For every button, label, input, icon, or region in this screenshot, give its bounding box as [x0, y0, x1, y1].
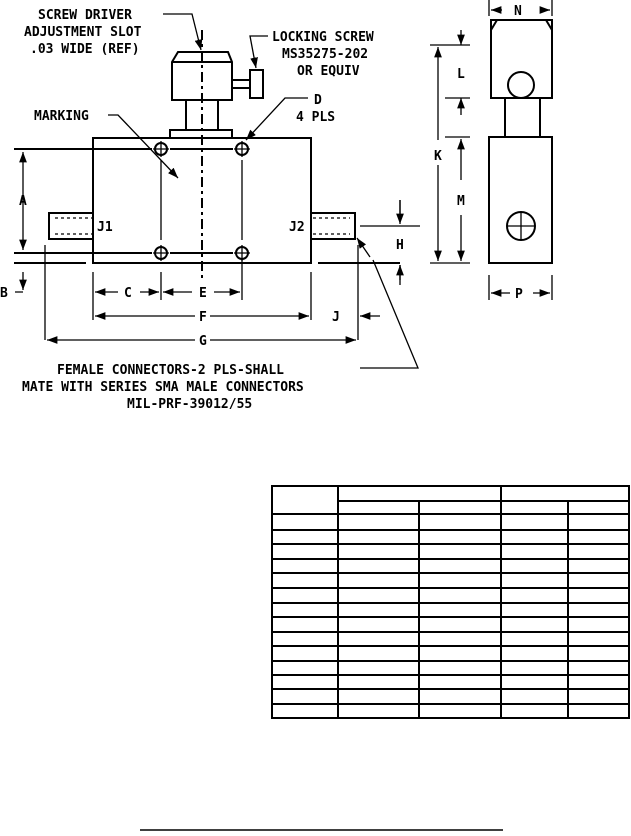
front-view — [14, 13, 420, 369]
locking-screw-label-3: OR EQUIV — [297, 64, 360, 79]
j1-label: J1 — [97, 220, 113, 235]
screw-driver-label-3: .03 WIDE (REF) — [30, 42, 140, 57]
dim-h: H — [396, 238, 404, 253]
screw-driver-label-1: SCREW DRIVER — [38, 8, 132, 23]
marking-label: MARKING — [34, 109, 89, 124]
dim-n: N — [514, 4, 522, 19]
dim-l: L — [457, 67, 465, 82]
dim-a: A — [19, 194, 27, 209]
connector-note-1: FEMALE CONNECTORS-2 PLS-SHALL — [57, 363, 284, 378]
d-label: D — [314, 93, 322, 108]
connector-note-2: MATE WITH SERIES SMA MALE CONNECTORS — [22, 380, 304, 395]
dim-c: C — [124, 286, 132, 301]
screw-driver-label-2: ADJUSTMENT SLOT — [24, 25, 142, 40]
dim-j: J — [332, 310, 340, 325]
locking-screw-label-1: LOCKING SCREW — [272, 30, 374, 45]
connector-note-3: MIL-PRF-39012/55 — [127, 397, 252, 412]
dim-f: F — [199, 310, 207, 325]
j2-label: J2 — [289, 220, 305, 235]
locking-screw-label-2: MS35275-202 — [282, 47, 368, 62]
locking-screw — [232, 69, 264, 99]
dim-b: B — [0, 286, 8, 301]
dim-m: M — [457, 194, 465, 209]
side-view — [430, 0, 553, 300]
connectors — [48, 212, 356, 240]
d-count-label: 4 PLS — [296, 110, 335, 125]
tuning-head — [171, 51, 233, 101]
dim-p: P — [515, 287, 523, 302]
mounting-holes — [153, 141, 250, 261]
dim-g: G — [199, 334, 207, 349]
dim-e: E — [199, 286, 207, 301]
dimension-table — [271, 485, 630, 719]
dim-k: K — [434, 149, 442, 164]
